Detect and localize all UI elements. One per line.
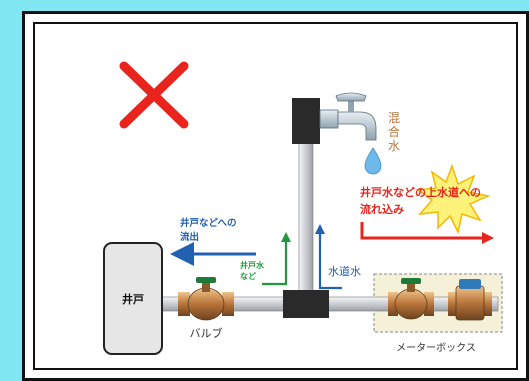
explosion-icon bbox=[415, 163, 491, 235]
mixed-water-char-3: 水 bbox=[388, 139, 400, 153]
well-water-label-line-1: 井戸水 bbox=[240, 260, 265, 270]
backflow-arrow-head bbox=[482, 232, 494, 244]
mixed-water-char-1: 混 bbox=[388, 111, 400, 125]
valve-icon bbox=[178, 277, 234, 321]
tap-water-arrow bbox=[318, 232, 342, 290]
outflow-label-line-2: 流出 bbox=[180, 231, 199, 243]
meter-valve-icon bbox=[388, 278, 434, 320]
tee-fitting bbox=[283, 290, 329, 318]
backflow-arrow bbox=[360, 222, 484, 240]
diagram-inner-frame bbox=[33, 22, 518, 370]
well-water-arrow bbox=[262, 240, 288, 286]
tap-water-label: 水道水 bbox=[328, 264, 361, 278]
backflow-label-line-1: 井戸水などの上水道への bbox=[360, 185, 481, 199]
riser-pipe bbox=[298, 117, 314, 303]
faucet-icon bbox=[319, 92, 377, 141]
meter-box-label: メーターボックス bbox=[396, 342, 476, 354]
top-fitting bbox=[292, 98, 320, 144]
cross-icon bbox=[119, 61, 189, 129]
backflow-label-line-2: 流れ込み bbox=[360, 202, 404, 216]
water-drop-icon bbox=[364, 147, 382, 175]
well-water-arrow-head bbox=[281, 232, 291, 242]
mixed-water-char-2: 合 bbox=[388, 124, 400, 139]
water-meter-icon bbox=[448, 279, 492, 321]
tap-water-arrow-head bbox=[315, 224, 325, 234]
well-label: 井戸 bbox=[122, 292, 144, 306]
well-tank bbox=[103, 242, 163, 355]
valve-label: バルブ bbox=[190, 326, 223, 340]
well-water-label-line-2: など bbox=[240, 271, 256, 281]
outflow-label-line-1: 井戸などへの bbox=[180, 217, 237, 229]
